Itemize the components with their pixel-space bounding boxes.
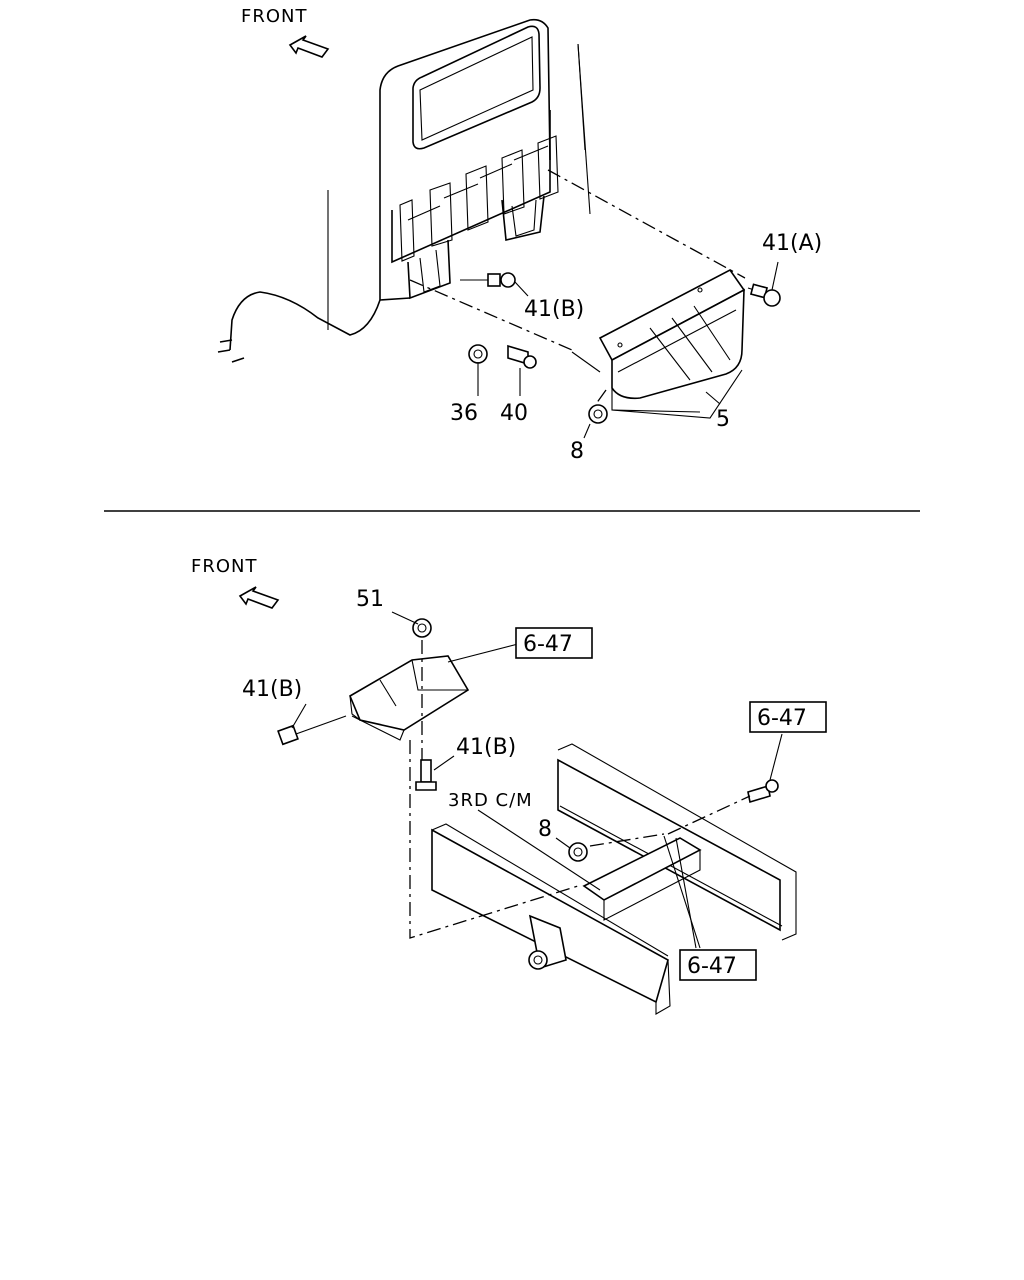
nut-8-bottom — [568, 842, 588, 862]
callout-8-bottom: 8 — [538, 817, 552, 842]
front-arrow-icon — [238, 586, 280, 609]
nut-51 — [412, 618, 432, 638]
nut-36 — [468, 344, 488, 364]
spring-hanger — [528, 914, 567, 970]
clip-40 — [507, 344, 537, 369]
bolt-right — [747, 779, 779, 804]
front-label-bottom: FRONT — [191, 556, 258, 577]
ref-6-47-top: 6-47 — [523, 632, 573, 657]
callout-36: 36 — [450, 401, 478, 426]
frame-rail-left — [431, 823, 671, 1015]
cover-5 — [598, 268, 746, 419]
callout-40: 40 — [500, 401, 528, 426]
callout-5: 5 — [716, 407, 730, 432]
cab-rear-panel — [217, 18, 591, 363]
bolt-41b-top — [460, 272, 516, 288]
callout-41b-left: 41(B) — [242, 677, 302, 702]
ref-6-47-bottom: 6-47 — [687, 954, 737, 979]
callout-41b-top: 41(B) — [524, 297, 584, 322]
callout-3rd-cm: 3RD C/M — [448, 790, 533, 811]
nut-8-top — [588, 404, 608, 424]
callout-8-top: 8 — [570, 439, 584, 464]
top-diagram: FRONT — [217, 6, 822, 464]
ref-box-right — [749, 701, 827, 733]
bolt-41b-left — [277, 715, 347, 746]
callout-41b-mid: 41(B) — [456, 735, 516, 760]
front-label-top: FRONT — [241, 6, 308, 27]
front-arrow-icon — [288, 35, 330, 58]
bottom-diagram: FRONT — [191, 556, 827, 1015]
bolt-41b-mid — [415, 759, 437, 791]
callout-41a: 41(A) — [762, 231, 822, 256]
callout-51: 51 — [356, 587, 384, 612]
ref-6-47-right: 6-47 — [757, 706, 807, 731]
crossmember — [582, 837, 702, 921]
bolt-41a — [747, 283, 781, 307]
ref-box-bottom — [679, 949, 757, 981]
ref-box-top — [515, 627, 593, 659]
mount-bracket — [348, 655, 470, 741]
